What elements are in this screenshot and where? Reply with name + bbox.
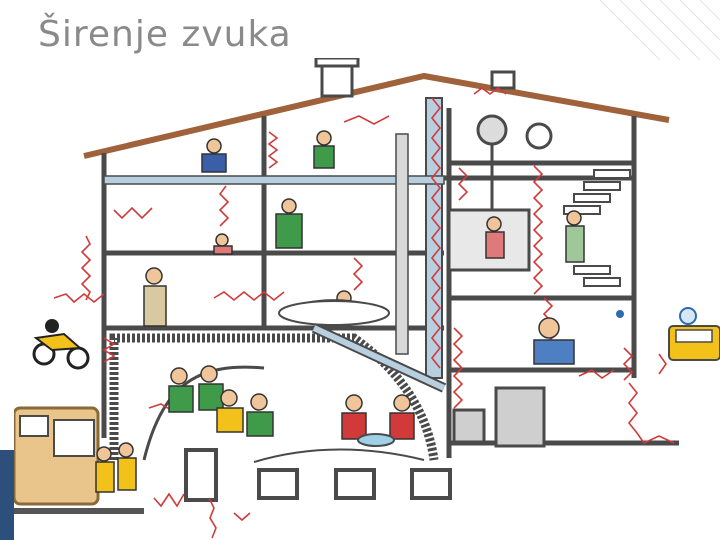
bathtub <box>278 300 390 326</box>
accent-stripe <box>0 450 14 540</box>
basement-hall <box>109 333 439 461</box>
stairs <box>563 169 631 287</box>
people <box>95 130 585 493</box>
house-cross-section-illustration <box>14 58 720 540</box>
foundations <box>184 448 452 502</box>
corner-pattern-decoration <box>599 0 720 60</box>
motorcycle-rider <box>32 319 90 370</box>
elevator-pulley <box>476 114 508 146</box>
slide-title: Širenje zvuka <box>38 14 292 55</box>
train <box>14 406 144 514</box>
roof <box>83 72 670 159</box>
boiler <box>494 386 546 448</box>
car <box>668 307 720 361</box>
drum <box>357 433 395 447</box>
chimney <box>320 60 354 98</box>
